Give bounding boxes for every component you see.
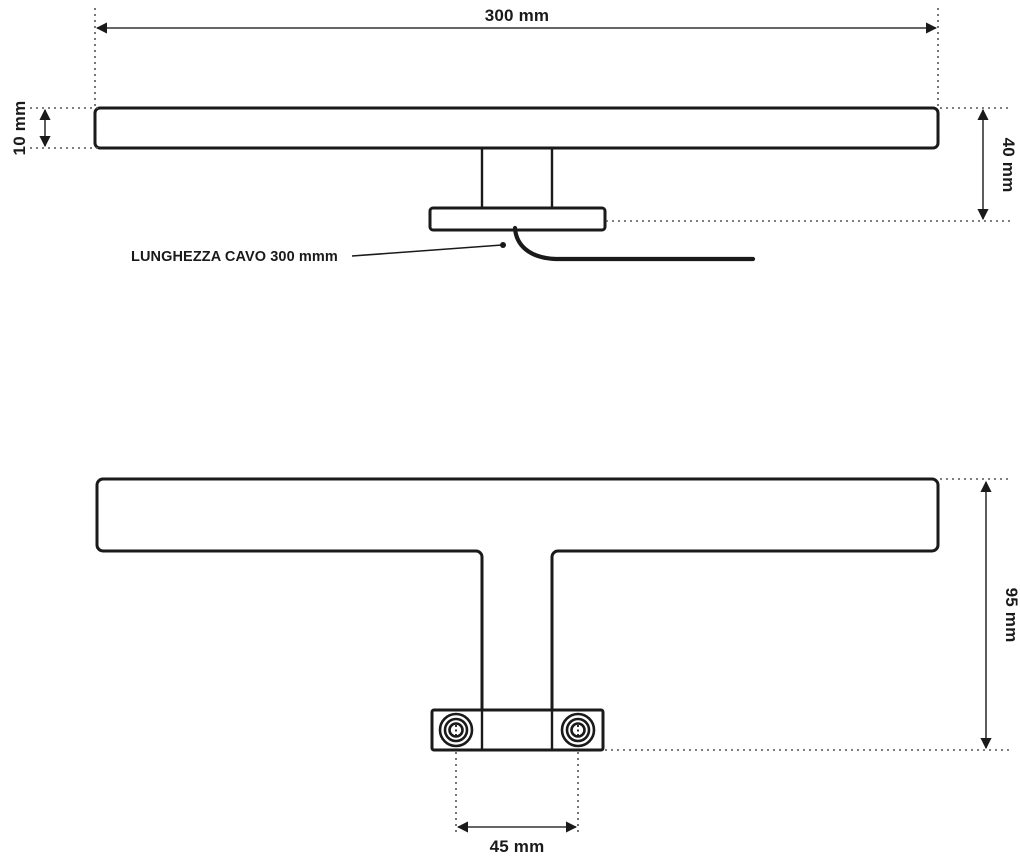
fixture-body-front	[93, 106, 940, 150]
mounting-base-front	[428, 206, 607, 232]
side-view-group: 95 mm 45 mm	[95, 477, 1020, 856]
mounting-bracket-side	[430, 708, 605, 752]
depth-dimension-label: 40 mm	[999, 138, 1018, 193]
front-view-group: 300 mm 10 mm 40 mm LUNGHEZZA	[10, 6, 1018, 265]
side-height-dimension-label: 95 mm	[1002, 588, 1020, 643]
support-stem-front	[480, 147, 554, 211]
cable-length-note: LUNGHEZZA CAVO 300 mmm	[131, 249, 338, 265]
left-screw-hole	[438, 712, 474, 748]
cable-note-leader	[351, 244, 503, 257]
right-screw-hole	[560, 712, 596, 748]
power-cable	[512, 225, 756, 262]
cable-note-leader-dot	[500, 242, 506, 248]
bracket-dimension-label: 45 mm	[490, 837, 545, 856]
width-dimension-label: 300 mm	[485, 6, 550, 25]
thickness-dimension-label: 10 mm	[10, 101, 29, 156]
